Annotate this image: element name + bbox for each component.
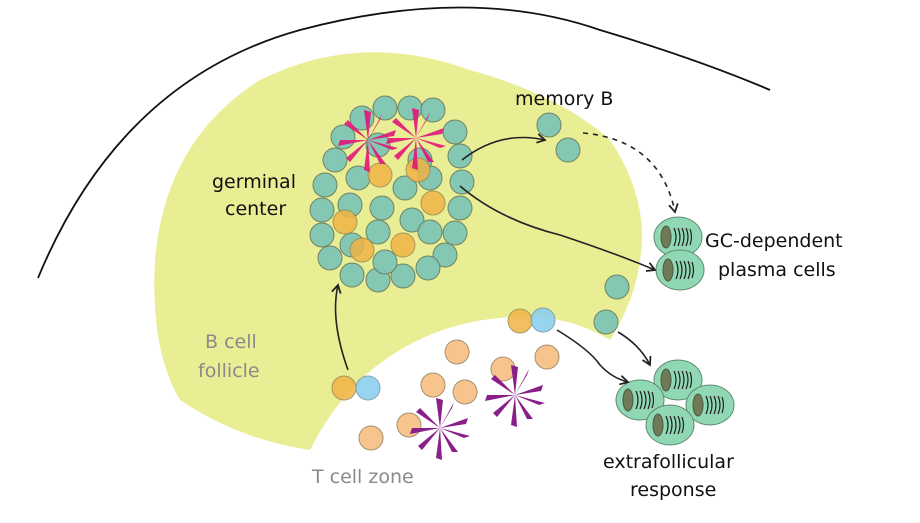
extrafollicular-label: extrafollicular [603,451,734,473]
arrow-gc-to-memory [461,133,547,161]
gc-plasma-label-2: plasma cells [718,259,836,281]
germinal-center-label: germinal [212,171,296,193]
activated-b-cell [355,375,381,401]
gc-plasma-label: GC-dependent [705,230,843,252]
capsule-outline [37,6,771,279]
memory-b-cell [555,137,581,163]
arrow-gc-to-plasma [459,185,657,272]
memory-b-label: memory B [515,88,613,110]
memory-b-cell [536,112,562,138]
b-cell [604,274,630,300]
tfh-cell [507,308,533,334]
gc-plasma-cell [655,249,705,291]
arrow-bcell-to-extrafollicular [617,331,652,367]
b-cell [309,95,475,293]
germinal-center-label-2: center [225,198,286,220]
t-cell-zone-cells [358,339,560,460]
extrafollicular-label-2: response [630,479,716,501]
extrafollicular-plasma-cell [645,404,695,446]
b-cell [593,309,619,335]
dendritic-cell [410,398,470,460]
t-cell-zone-label: T cell zone [311,466,414,488]
arrow-to-extrafollicular [556,329,630,386]
tfh-cell [331,375,357,401]
b-cell-follicle-label-2: follicle [198,360,260,382]
arrow-tcellzone-to-gc [331,283,349,371]
germinal-center-cluster [309,95,475,293]
activated-b-cell [530,307,556,333]
tfh-cell [332,157,446,263]
b-cell-follicle-label: B cell [205,331,257,353]
